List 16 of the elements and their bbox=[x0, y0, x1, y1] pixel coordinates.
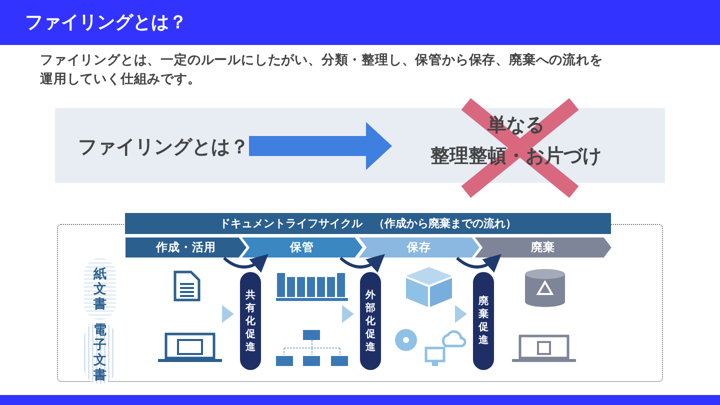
lifecycle-bar: ドキュメントライフサイクル （作成から廃棄までの流れ） bbox=[125, 213, 611, 234]
cycle-arrow bbox=[223, 254, 269, 273]
intro-text: ファイリングとは、一定のルールにしたがい、分類・整理し、保管から保存、廃棄への流れを運用していく仕組みです。 bbox=[40, 52, 604, 89]
heading-text: ファイリングとは？ bbox=[78, 136, 249, 158]
document-type-label: 電子文書 bbox=[84, 322, 116, 384]
process-pill: 廃棄促進 bbox=[473, 272, 494, 370]
cycle-arrow bbox=[456, 254, 502, 273]
process-pill: 外部化促進 bbox=[360, 272, 381, 370]
stage-label: 保存 bbox=[358, 237, 480, 258]
block-arrow bbox=[249, 122, 392, 170]
stage-label: 作成・活用 bbox=[125, 237, 247, 258]
stage-label: 廃棄 bbox=[474, 237, 612, 258]
slide-title: ファイリングとは？ bbox=[25, 11, 187, 34]
stage-label: 保管 bbox=[241, 237, 363, 258]
process-pill: 共有化促進 bbox=[240, 272, 261, 370]
document-type-label: 紙文書 bbox=[84, 258, 116, 320]
